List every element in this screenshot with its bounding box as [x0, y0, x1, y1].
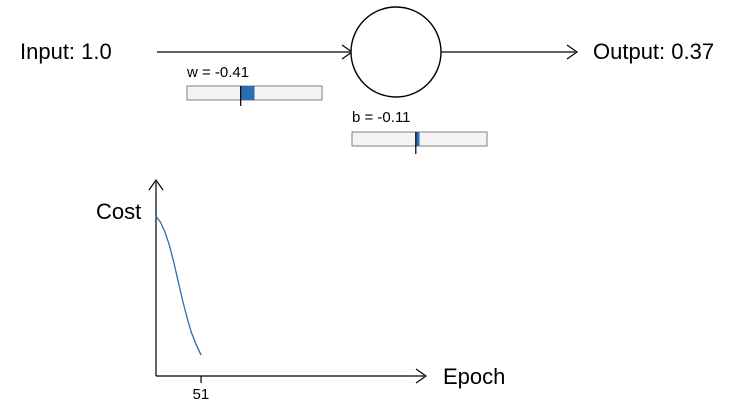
x-axis-arrow-head [415, 368, 428, 384]
x-axis-label: Epoch [443, 364, 506, 389]
y-axis-label: Cost [96, 199, 142, 224]
input-label: Input: 1.0 [20, 39, 112, 64]
cost-series-line [155, 216, 202, 356]
output-arrow-head [566, 44, 579, 60]
weight-label: w = -0.41 [187, 64, 250, 81]
y-axis-arrow-head [148, 178, 164, 191]
x-tick-label: 51 [192, 386, 210, 403]
output-label: Output: 0.37 [593, 39, 715, 64]
bias-label: b = -0.11 [352, 109, 411, 126]
